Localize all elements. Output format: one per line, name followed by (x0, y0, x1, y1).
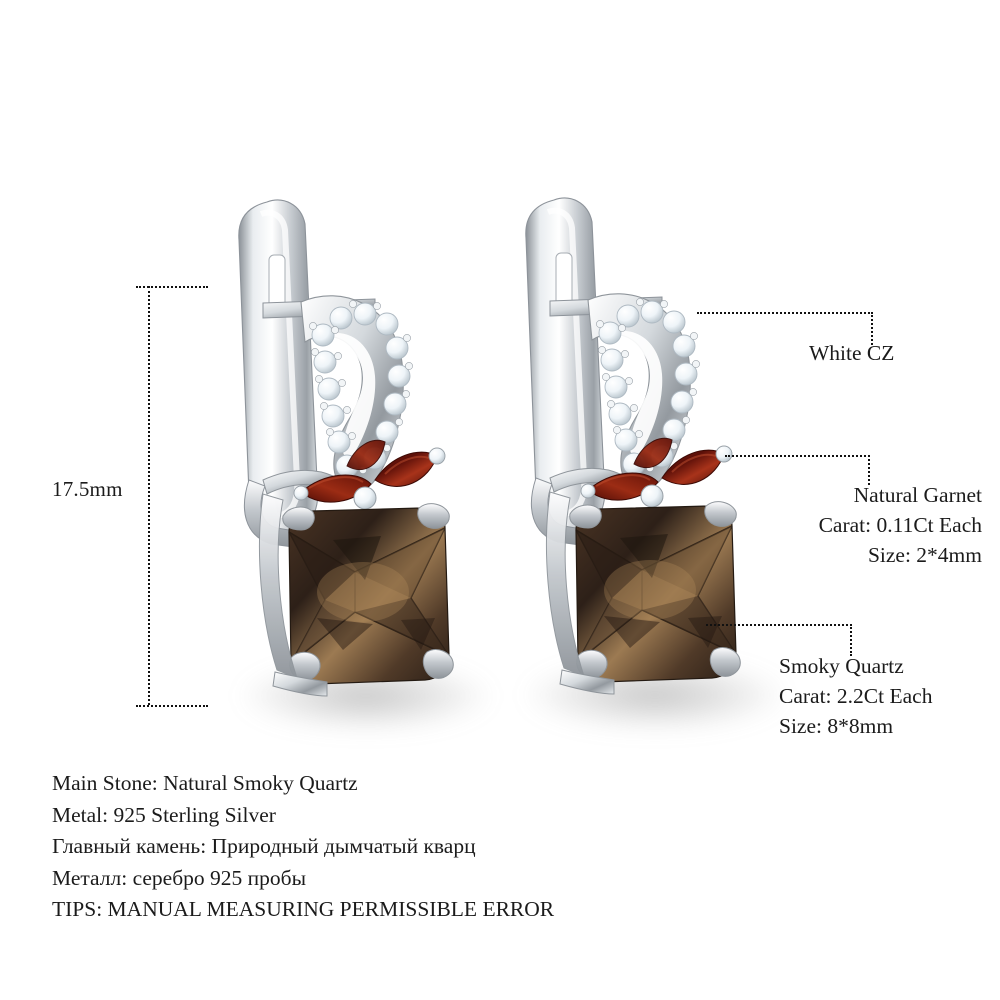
callout-smoky-line-3: Size: 8*8mm (779, 714, 894, 738)
stone-prongs (569, 501, 741, 679)
dimension-axis-line (148, 286, 150, 705)
marquise-garnet-cluster (580, 437, 733, 508)
leader-line-garnet-vertical (868, 455, 870, 485)
callout-natural-garnet: Natural Garnet Carat: 0.11Ct Each Size: … (819, 480, 982, 570)
cz-stones-top-arc (616, 300, 686, 334)
leader-line-smoky-vertical (850, 624, 852, 656)
earring-left (205, 180, 505, 720)
spec-line-tips: TIPS: MANUAL MEASURING PERMISSIBLE ERROR (52, 897, 555, 921)
cz-prong-beads (309, 300, 413, 474)
marquise-garnet-cluster (293, 439, 446, 510)
spec-line-metal-ru: Металл: серебро 925 пробы (52, 865, 307, 890)
callout-garnet-line-2: Carat: 0.11Ct Each (818, 513, 982, 537)
callout-garnet-line-3: Size: 2*4mm (867, 543, 982, 567)
cz-stones-top-arc (329, 302, 399, 336)
dimension-cap-top (136, 286, 208, 288)
callout-smoky-quartz: Smoky Quartz Carat: 2.2Ct Each Size: 8*8… (779, 651, 932, 741)
leader-line-white-cz-vertical (871, 312, 873, 345)
callout-smoky-line-1: Smoky Quartz (779, 654, 904, 678)
spec-line-metal: Metal: 925 Sterling Silver (52, 802, 276, 827)
leader-line-garnet-horizontal (725, 455, 870, 457)
spec-line-main-stone-ru: Главный камень: Природный дымчатый кварц (52, 834, 476, 858)
leader-line-white-cz-horizontal (697, 312, 873, 314)
cushion-center-stone (288, 507, 450, 685)
dimension-label: 17.5mm (52, 477, 123, 501)
callout-garnet-line-1: Natural Garnet (853, 483, 982, 507)
earring-right (492, 178, 792, 718)
dimension-cap-bottom (136, 705, 208, 707)
spec-line-main-stone: Main Stone: Natural Smoky Quartz (52, 771, 358, 795)
specification-text-block: Main Stone: Natural Smoky Quartz Metal: … (52, 768, 554, 926)
callout-white-cz-line-1: White CZ (809, 341, 895, 365)
stone-prongs (282, 503, 454, 681)
callout-smoky-line-2: Carat: 2.2Ct Each (779, 684, 933, 708)
leader-line-smoky-horizontal (706, 624, 852, 626)
callout-white-cz: White CZ (809, 338, 894, 368)
